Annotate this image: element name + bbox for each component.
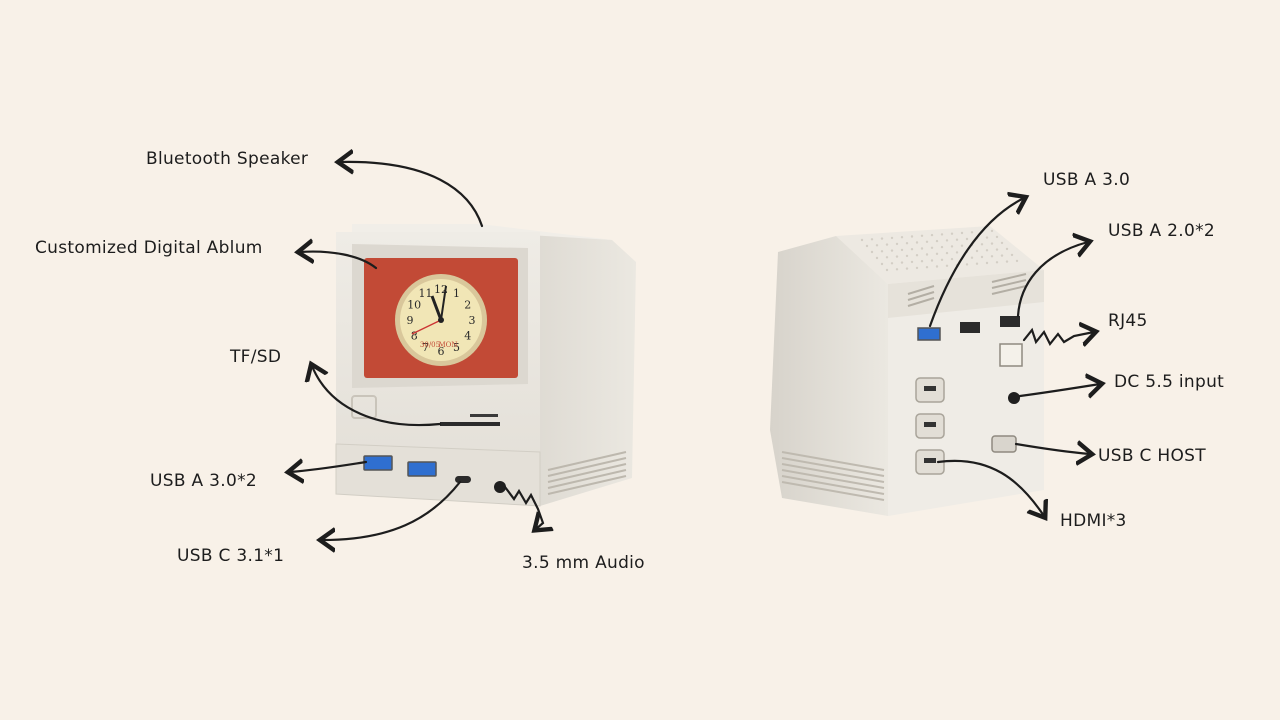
front-usb-a-port-2 xyxy=(407,461,437,477)
back-dc-jack xyxy=(1008,392,1020,404)
label-usb-a-3-0-x2: USB A 3.0*2 xyxy=(150,471,257,491)
clock-numeral: 9 xyxy=(407,314,414,327)
arrow-hdmi xyxy=(936,459,1044,516)
label-3-5mm-audio: 3.5 mm Audio xyxy=(522,553,645,573)
clock-date: 30/05 xyxy=(420,341,440,349)
arrow-usbc-host xyxy=(1014,444,1090,454)
arrow-audio xyxy=(503,485,543,529)
back-rj45-port xyxy=(999,343,1023,367)
clock-numeral: 6 xyxy=(438,345,445,358)
clock-numeral: 3 xyxy=(469,314,476,327)
arrow-album xyxy=(300,252,378,270)
clock-numeral: 5 xyxy=(453,341,460,354)
arrow-usb-c xyxy=(322,480,462,540)
clock-numeral: 10 xyxy=(407,299,421,312)
front-usb-a-port-1 xyxy=(363,455,393,471)
arrow-dc xyxy=(1018,384,1100,396)
label-tf-sd: TF/SD xyxy=(230,347,282,367)
label-usb-a-3-0: USB A 3.0 xyxy=(1043,170,1131,190)
arrow-bluetooth xyxy=(340,162,484,228)
label-usb-c-host: USB C HOST xyxy=(1098,446,1206,466)
arrow-usb-a2 xyxy=(1016,242,1088,318)
arrow-usb-a3 xyxy=(928,198,1024,328)
clock-numeral: 1 xyxy=(453,287,460,300)
label-rj45: RJ45 xyxy=(1108,311,1148,331)
clock-numeral: 4 xyxy=(464,330,471,343)
arrow-rj45 xyxy=(1022,330,1094,344)
front-usb-c-port xyxy=(455,476,471,483)
label-usb-c-3-1-x1: USB C 3.1*1 xyxy=(177,546,285,566)
label-usb-a-2-0-x2: USB A 2.0*2 xyxy=(1108,221,1215,241)
clock-numeral: 8 xyxy=(411,330,418,343)
clock-day: MON xyxy=(438,341,457,349)
tf-sd-slot xyxy=(440,422,500,426)
back-usb-c-host-port xyxy=(991,435,1017,453)
front-audio-jack xyxy=(494,481,506,493)
label-dc-5-5-input: DC 5.5 input xyxy=(1114,372,1225,392)
label-hdmi-x3: HDMI*3 xyxy=(1060,511,1127,531)
back-device xyxy=(770,226,1044,516)
back-usb-a2-port-2 xyxy=(1000,316,1020,327)
label-digital-album: Customized Digital Ablum xyxy=(35,238,263,258)
clock-numeral: 2 xyxy=(464,299,471,312)
clock-numeral: 7 xyxy=(422,341,429,354)
clock-numeral: 11 xyxy=(419,287,433,300)
back-usb-a2-port-1 xyxy=(960,322,980,333)
arrow-usb-a xyxy=(290,462,368,472)
label-bluetooth-speaker: Bluetooth Speaker xyxy=(146,149,309,169)
back-usb-a3-port xyxy=(917,327,941,341)
arrow-tfsd xyxy=(312,366,442,427)
